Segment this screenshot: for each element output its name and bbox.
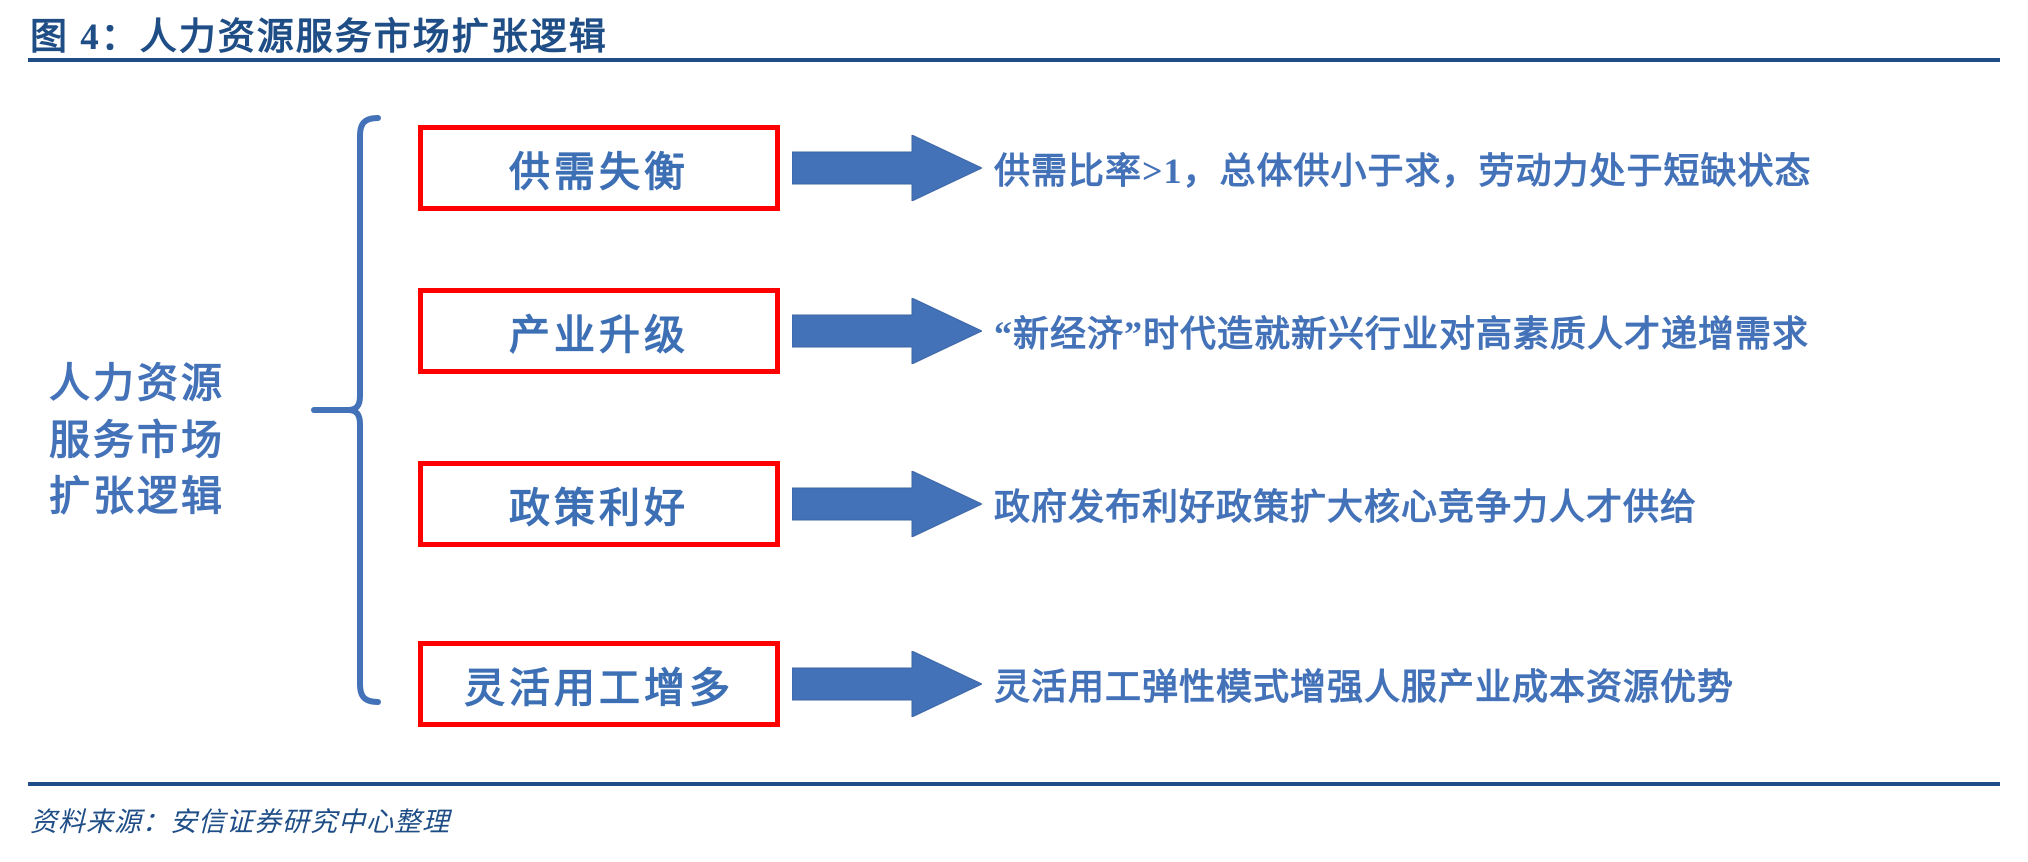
driver-box-2[interactable]: 产业升级 bbox=[418, 288, 780, 374]
driver-box-4-label: 灵活用工增多 bbox=[464, 665, 734, 711]
root-label-line-3: 扩张逻辑 bbox=[49, 473, 225, 520]
driver-description-3: 政府发布利好政策扩大核心竞争力人才供给 bbox=[994, 487, 1698, 527]
right-arrow-icon bbox=[792, 298, 982, 364]
right-arrow-icon bbox=[792, 471, 982, 537]
figure-source: 资料来源：安信证券研究中心整理 bbox=[30, 807, 450, 837]
driver-box-1-label: 供需失衡 bbox=[509, 149, 689, 195]
driver-description-1: 供需比率>1，总体供小于求，劳动力处于短缺状态 bbox=[994, 151, 1812, 191]
row-3: 政策利好 政府发布利好政策扩大核心竞争力人才供给 bbox=[418, 458, 2008, 550]
row-2: 产业升级 “新经济”时代造就新兴行业对高素质人才递增需求 bbox=[418, 285, 2008, 377]
header-divider bbox=[28, 58, 2000, 62]
arrow-cell-3 bbox=[780, 471, 994, 537]
arrow-cell-2 bbox=[780, 298, 994, 364]
driver-box-1[interactable]: 供需失衡 bbox=[418, 125, 780, 211]
driver-box-3[interactable]: 政策利好 bbox=[418, 461, 780, 547]
row-1: 供需失衡 供需比率>1，总体供小于求，劳动力处于短缺状态 bbox=[418, 122, 2008, 214]
root-label-line-2: 服务市场 bbox=[49, 416, 225, 463]
driver-box-4[interactable]: 灵活用工增多 bbox=[418, 641, 780, 727]
arrow-cell-4 bbox=[780, 651, 994, 717]
driver-description-2: “新经济”时代造就新兴行业对高素质人才递增需求 bbox=[994, 314, 1810, 354]
figure-title: 图 4：人力资源服务市场扩张逻辑 bbox=[30, 17, 608, 58]
curly-brace-icon bbox=[311, 115, 381, 705]
root-label-line-1: 人力资源 bbox=[49, 360, 225, 406]
root-label: 人力资源 服务市场 扩张逻辑 bbox=[22, 355, 252, 525]
row-4: 灵活用工增多 灵活用工弹性模式增强人服产业成本资源优势 bbox=[418, 638, 2008, 730]
driver-box-3-label: 政策利好 bbox=[509, 485, 689, 531]
arrow-cell-1 bbox=[780, 135, 994, 201]
driver-description-4: 灵活用工弹性模式增强人服产业成本资源优势 bbox=[994, 667, 1735, 707]
footer-divider bbox=[28, 782, 2000, 786]
driver-box-2-label: 产业升级 bbox=[509, 312, 689, 358]
right-arrow-icon bbox=[792, 135, 982, 201]
right-arrow-icon bbox=[792, 651, 982, 717]
